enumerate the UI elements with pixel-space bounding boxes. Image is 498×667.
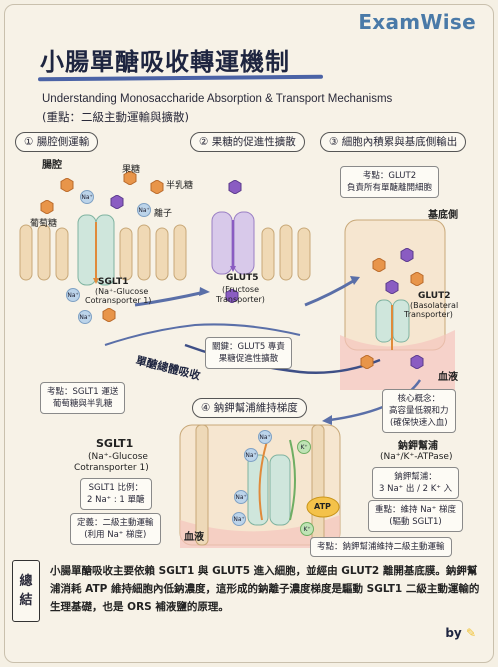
sodium-ion-icon: Na⁺	[66, 288, 80, 302]
glucose-hex-icon	[40, 200, 54, 214]
sglt1-key-note: 考點：SGLT1 運送 葡萄糖與半乳糖	[40, 382, 126, 414]
page-title: 小腸單醣吸收轉運機制	[40, 48, 290, 76]
banana-icon: ✎	[465, 626, 476, 640]
fructose-hex-icon	[123, 171, 137, 185]
pump-role-line1: 重點：維持 Na⁺ 梯度	[375, 505, 456, 515]
glucose-hex-icon	[102, 308, 116, 322]
ratio-line2: 2 Na⁺ : 1 單醣	[87, 495, 145, 505]
sodium-ion-icon: Na⁺	[258, 430, 272, 444]
fructose-hex-icon	[225, 289, 239, 303]
glut5-key-line1: 關鍵：GLUT5 專責	[212, 342, 285, 352]
glut5-transporter	[211, 211, 255, 275]
lumen-label: 腸腔	[42, 160, 62, 171]
summary-label: 總結	[12, 560, 40, 622]
definition-line1: 定義：二級主動運輸	[77, 518, 154, 528]
glut2-full-line2: Transporter)	[404, 310, 453, 319]
glucose-label: 葡萄糖	[30, 219, 58, 229]
ratio-line1: SGLT1 比例：	[88, 483, 143, 493]
potassium-ion-icon: K⁺	[300, 522, 314, 536]
glut5-full-line2: Transporter)	[216, 295, 265, 304]
summary-label-text: 總結	[19, 574, 33, 608]
glut2-name: GLUT2	[418, 291, 451, 301]
bottom-key-note: 考點：鈉鉀幫浦維持二級主動運輸	[310, 537, 452, 557]
atp-label: ATP	[314, 502, 331, 511]
sodium-ion-label: 離子	[154, 209, 173, 219]
galactose-hex-icon	[150, 180, 164, 194]
section-header-lumen-transport: ① 腸腔側運輸	[15, 132, 99, 152]
glut2-key-line1: 考點：GLUT2	[362, 171, 417, 181]
glut2-full-line1: (Basolateral	[410, 301, 459, 310]
section-header-fructose-diffusion: ② 果糖的促進性擴散	[190, 132, 305, 152]
blood-label-lower: 血液	[184, 532, 204, 543]
pump-ratio-line1: 鈉鉀幫浦：	[394, 472, 437, 482]
microvilli-left	[19, 224, 311, 281]
sodium-ion-icon: Na⁺	[80, 190, 94, 204]
sodium-ion-icon: Na⁺	[78, 310, 92, 324]
brand-logo: ExamWise	[358, 10, 476, 34]
galactose-label: 半乳糖	[166, 181, 194, 191]
fructose-label: 果糖	[122, 165, 141, 175]
pump-role-note: 重點：維持 Na⁺ 梯度 (驅動 SGLT1)	[368, 500, 463, 532]
flow-arrow	[104, 323, 301, 346]
glut5-key-note: 關鍵：GLUT5 專責 果糖促進性擴散	[205, 337, 292, 369]
fructose-hex-icon	[110, 195, 124, 209]
core-line1: 核心概念：	[397, 394, 441, 404]
core-concept-note: 核心概念： 高容量低親和力 (確保快速入血)	[382, 389, 456, 433]
sglt1-name: SGLT1	[98, 277, 129, 287]
glut5-name: GLUT5	[226, 273, 259, 283]
glucose-hex-icon	[372, 258, 386, 272]
page-subtitle-focus: (重點：二級主動運輸與擴散)	[42, 110, 189, 124]
sodium-ion-icon: Na⁺	[234, 490, 248, 504]
section-header-basolateral-export: ③ 細胞內積累與基底側輸出	[320, 132, 467, 152]
glut5-full-line1: (Fructose	[222, 285, 260, 294]
fructose-hex-icon	[228, 180, 242, 194]
sglt1-full-line2: Cotransporter 1)	[85, 296, 152, 305]
na-k-pump-cell	[179, 424, 341, 548]
sglt1-box-full1: (Na⁺-Glucose	[88, 452, 148, 462]
byline-text: by	[445, 626, 462, 640]
pump-role-line2: (驅動 SGLT1)	[389, 517, 442, 527]
glucose-hex-icon	[410, 272, 424, 286]
pump-ratio-line2: 3 Na⁺ 出 / 2 K⁺ 入	[379, 484, 453, 494]
sglt1-box-full2: Cotransporter 1)	[74, 463, 149, 473]
pump-ratio-note: 鈉鉀幫浦： 3 Na⁺ 出 / 2 K⁺ 入	[372, 467, 460, 499]
pump-full-name: (Na⁺/K⁺-ATPase)	[380, 452, 453, 462]
sodium-ion-icon: Na⁺	[244, 448, 258, 462]
pump-name: 鈉鉀幫浦	[398, 441, 438, 452]
sglt1-full-line1: (Na⁺-Glucose	[95, 287, 149, 296]
sglt1-ratio-note: SGLT1 比例： 2 Na⁺ : 1 單醣	[80, 478, 152, 510]
summary-section: 總結 小腸單醣吸收主要依賴 SGLT1 與 GLUT5 進入細胞，並經由 GLU…	[12, 560, 485, 622]
fructose-hex-icon	[410, 355, 424, 369]
glucose-hex-icon	[360, 355, 374, 369]
glut2-key-line2: 負責所有單醣離開細胞	[347, 183, 433, 193]
sodium-ion-legend-icon: Na⁺	[137, 203, 151, 217]
summary-text: 小腸單醣吸收主要依賴 SGLT1 與 GLUT5 進入細胞，並經由 GLUT2 …	[50, 565, 480, 613]
definition-note: 定義：二級主動運輸 (利用 Na⁺ 梯度)	[70, 513, 161, 545]
blood-label-upper: 血液	[438, 372, 458, 383]
glut2-key-note: 考點：GLUT2 負責所有單醣離開細胞	[340, 166, 440, 198]
fructose-hex-icon	[400, 248, 414, 262]
glut5-key-line2: 果糖促進性擴散	[218, 354, 279, 364]
core-line3: (確保快速入血)	[389, 418, 448, 428]
sglt1-transporter	[77, 214, 115, 286]
basolateral-label: 基底側	[428, 210, 458, 221]
page-subtitle: Understanding Monosaccharide Absorption …	[42, 93, 393, 105]
sglt1-box-name: SGLT1	[96, 437, 134, 450]
fructose-hex-icon	[385, 280, 399, 294]
sodium-ion-icon: Na⁺	[232, 512, 246, 526]
glucose-hex-icon	[60, 178, 74, 192]
sglt1-key-line2: 葡萄糖與半乳糖	[52, 399, 113, 409]
core-line2: 高容量低親和力	[389, 406, 449, 416]
potassium-ion-icon: K⁺	[297, 440, 311, 454]
byline: by ✎	[445, 626, 476, 640]
definition-line2: (利用 Na⁺ 梯度)	[84, 530, 147, 540]
section-header-na-k-pump: ④ 鈉鉀幫浦維持梯度	[192, 398, 307, 418]
sglt1-key-line1: 考點：SGLT1 運送	[47, 387, 119, 397]
